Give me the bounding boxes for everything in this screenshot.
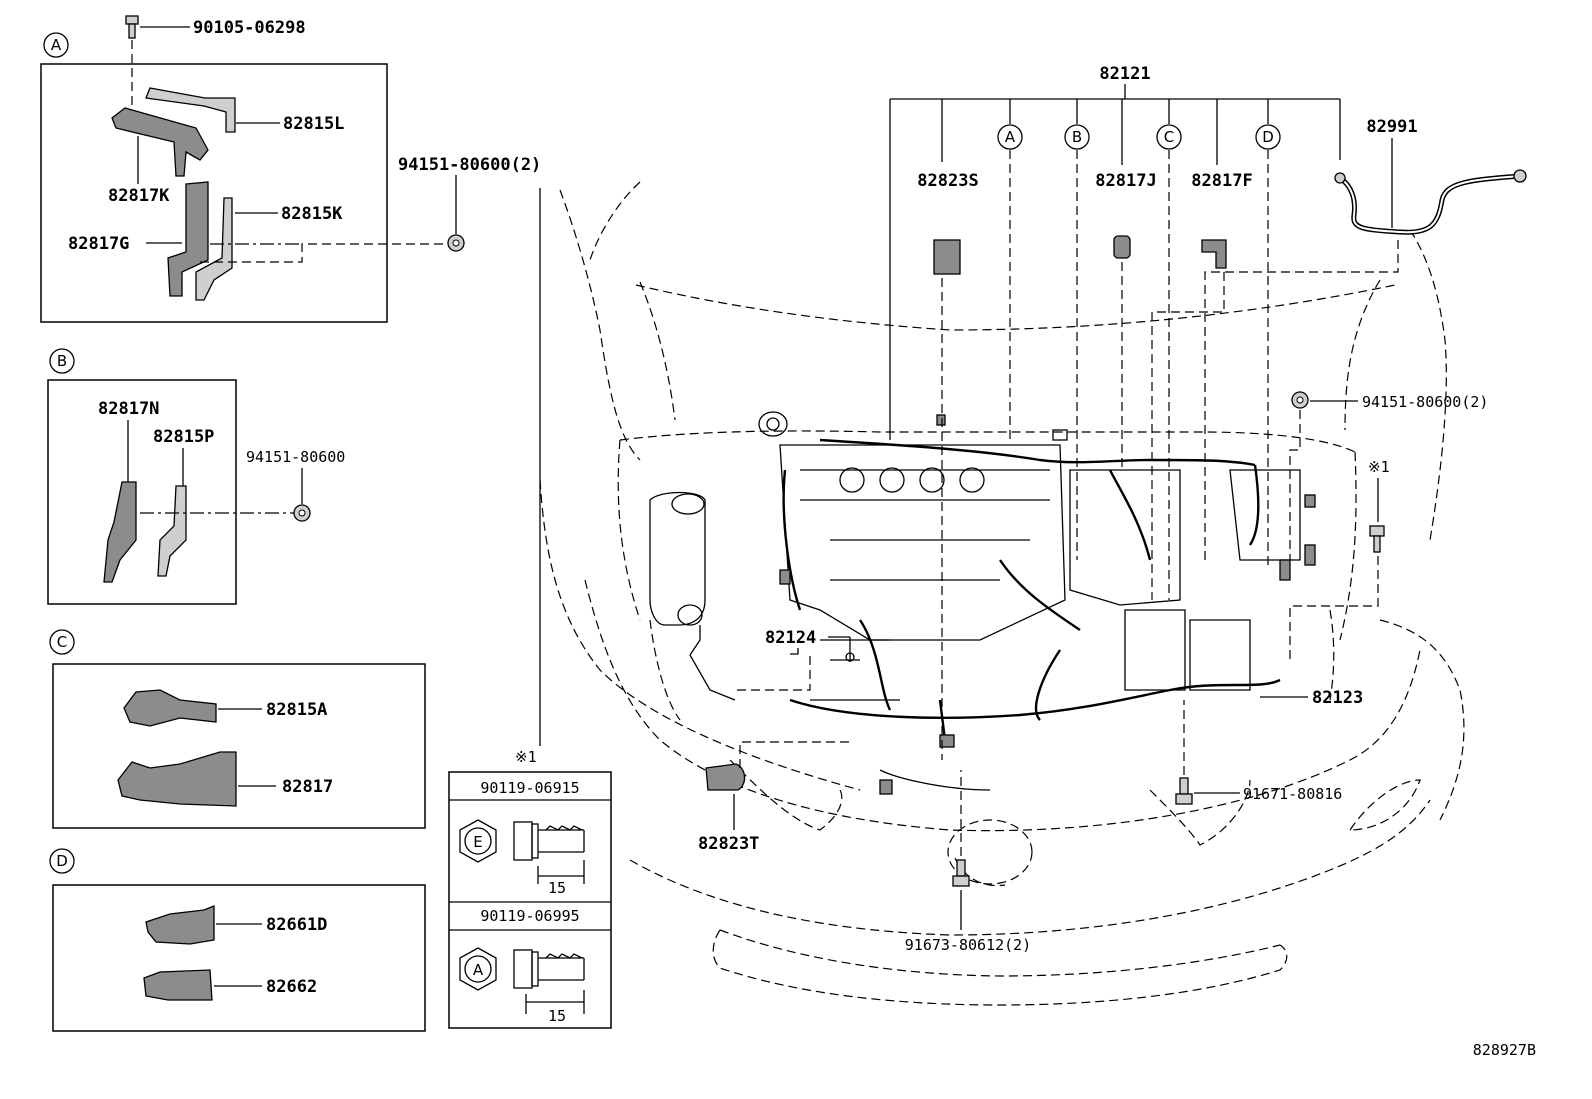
bolt-2-length: 15 [548, 1007, 566, 1025]
clamp-82817-icon [117, 751, 237, 807]
inset-d-frame [52, 884, 426, 1032]
part-82815L[interactable]: 82815L [283, 114, 344, 134]
vehicle-outline [539, 181, 1465, 1006]
engine-assembly [649, 411, 1316, 795]
part-91671-80816[interactable]: 91671-80816 [1243, 785, 1342, 803]
clamp-82817G-icon [167, 181, 209, 297]
clamp-82817J-icon [1113, 235, 1131, 259]
nut-icon [447, 234, 465, 252]
main-circle-a: A [1005, 128, 1016, 146]
note-right: ※1 [1368, 458, 1390, 476]
inset-d: D 82661D 82662 [49, 848, 426, 1032]
part-82823S[interactable]: 82823S [917, 171, 978, 191]
inset-c: C 82815A 82817 [49, 629, 426, 829]
inset-c-frame [52, 663, 426, 829]
bolt-icon [1175, 777, 1193, 805]
part-82662[interactable]: 82662 [266, 977, 317, 997]
part-90105-06298[interactable]: 90105-06298 [193, 18, 306, 38]
nut-icon [293, 504, 311, 522]
part-82817F[interactable]: 82817F [1191, 171, 1252, 191]
protector-82662-icon [143, 969, 213, 1001]
inset-d-circle-label: D [56, 852, 68, 870]
inset-a-frame [40, 63, 388, 323]
bolt-icon [125, 15, 139, 39]
main-circle-c: C [1164, 128, 1174, 146]
clamp-82817F-icon [1201, 239, 1227, 269]
bolt-1-length: 15 [548, 879, 566, 897]
cable-82991-icon [1338, 173, 1521, 235]
clamp-82817K-icon [111, 107, 209, 177]
part-82815P[interactable]: 82815P [153, 427, 214, 447]
protector-82661D-icon [145, 905, 215, 945]
fastener-box-frame [448, 771, 612, 1029]
inset-b-circle-label: B [57, 352, 67, 370]
connector-82823T-icon [705, 763, 746, 791]
part-82817N[interactable]: 82817N [98, 399, 159, 419]
part-94151-80600-b[interactable]: 94151-80600 [246, 448, 345, 466]
part-82124[interactable]: 82124 [765, 628, 816, 648]
bolt-icon [952, 859, 970, 887]
nut-icon [1291, 391, 1309, 409]
part-82817K[interactable]: 82817K [108, 186, 170, 206]
part-82991[interactable]: 82991 [1366, 117, 1417, 137]
illustration-number: 828927B [1473, 1041, 1536, 1059]
part-82823T[interactable]: 82823T [698, 834, 759, 854]
fastener-box: ※1 90119-06915 90119-06995 E 15 A [448, 188, 612, 1029]
part-82661D[interactable]: 82661D [266, 915, 327, 935]
main-circle-d: D [1262, 128, 1274, 146]
part-91673-80612-2[interactable]: 91673-80612(2) [905, 936, 1031, 954]
bolt-mark-a: A [473, 961, 484, 979]
part-82815A[interactable]: 82815A [266, 700, 327, 720]
bolt-mark-e: E [473, 833, 482, 851]
bracket-82815P-icon [157, 485, 187, 577]
bolt-90119-06995[interactable]: 90119-06995 [480, 907, 579, 925]
nut-a-group: 94151-80600(2) [398, 155, 541, 252]
inset-a: A 90105-06298 82815L 82817K 82817G 82815… [40, 15, 452, 323]
inset-b-frame [47, 379, 237, 605]
hex-bolt-a-icon: A [459, 947, 585, 991]
part-82815K[interactable]: 82815K [281, 204, 343, 224]
part-94151-80600-2-a[interactable]: 94151-80600(2) [398, 155, 541, 175]
inset-b: B 82817N 82815P 94151-80600 [47, 348, 345, 605]
bolt-icon [1369, 525, 1385, 553]
part-82123[interactable]: 82123 [1312, 688, 1363, 708]
hex-bolt-e-icon: E [459, 819, 585, 863]
fastener-note: ※1 [515, 748, 537, 766]
part-82817G[interactable]: 82817G [68, 234, 129, 254]
part-82817[interactable]: 82817 [282, 777, 333, 797]
part-94151-80600-2-right[interactable]: 94151-80600(2) [1362, 393, 1488, 411]
bolt-90119-06915[interactable]: 90119-06915 [480, 779, 579, 797]
part-82817J[interactable]: 82817J [1095, 171, 1156, 191]
clamp-82817N-icon [103, 481, 137, 583]
connector-82823S-icon [933, 239, 961, 275]
bracket-82815A-icon [123, 689, 217, 727]
main-circle-b: B [1072, 128, 1082, 146]
inset-a-circle-label: A [51, 36, 62, 54]
main-callouts: 82121 A B C D 82823S 82817J 8281 [698, 64, 1527, 954]
part-82121[interactable]: 82121 [1099, 64, 1150, 84]
bracket-82815L-icon [145, 87, 236, 133]
bracket-82815K-icon [195, 197, 233, 301]
inset-c-circle-label: C [57, 633, 67, 651]
